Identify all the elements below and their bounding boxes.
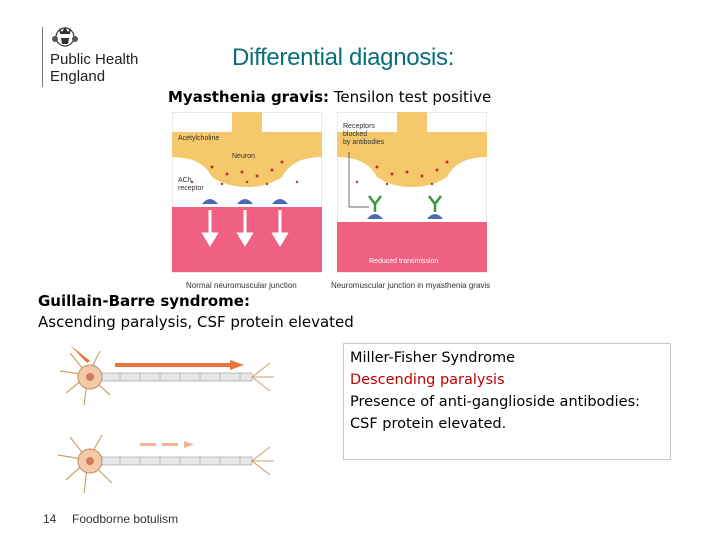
- label-by-antibodies: by antibodies: [343, 139, 385, 146]
- logo-line-2: England: [50, 68, 106, 85]
- page-title: Differential diagnosis:: [232, 44, 455, 71]
- logo-divider: [42, 27, 43, 87]
- miller-fisher-antibodies: Presence of anti-ganglioside antibodies:: [350, 394, 641, 410]
- label-reduced-transmission: Reduced transmission: [369, 258, 438, 265]
- mg-nmj-caption: Neuromuscular junction in myasthenia gra…: [331, 281, 491, 290]
- miller-fisher-descending: Descending paralysis: [350, 372, 505, 388]
- myasthenia-line: Myasthenia gravis: Tensilon test positiv…: [168, 88, 491, 106]
- label-receptors: Receptors: [343, 123, 375, 130]
- logo-text: Public Health England: [50, 51, 138, 85]
- crest-icon: [52, 27, 78, 47]
- normal-nmj-diagram: Acetylcholine Neuron ACh receptor: [172, 112, 322, 273]
- label-neuron: Neuron: [232, 153, 255, 160]
- miller-fisher-box: Miller-Fisher Syndrome Descending paraly…: [343, 343, 671, 460]
- neuron-illustration: [40, 335, 290, 505]
- label-receptor: receptor: [178, 185, 204, 192]
- guillain-barre-heading: Guillain-Barre syndrome:: [38, 292, 250, 310]
- myasthenia-name: Myasthenia gravis:: [168, 88, 330, 106]
- label-acetylcholine: Acetylcholine: [178, 135, 219, 142]
- myasthenia-detail: Tensilon test positive: [329, 88, 492, 106]
- footer-text: Foodborne botulism: [72, 512, 179, 526]
- normal-nmj-caption: Normal neuromuscular junction: [186, 281, 297, 290]
- miller-fisher-csf: CSF protein elevated.: [350, 416, 507, 432]
- label-blocked: blocked: [343, 131, 367, 138]
- guillain-barre-text: Ascending paralysis, CSF protein elevate…: [38, 313, 354, 331]
- logo-line-1: Public Health: [50, 51, 139, 68]
- label-ach: ACh: [178, 177, 192, 184]
- mg-nmj-diagram: Receptors blocked by antibodies Reduced …: [337, 112, 487, 273]
- page-number: 14: [43, 512, 57, 526]
- miller-fisher-title: Miller-Fisher Syndrome: [350, 350, 516, 366]
